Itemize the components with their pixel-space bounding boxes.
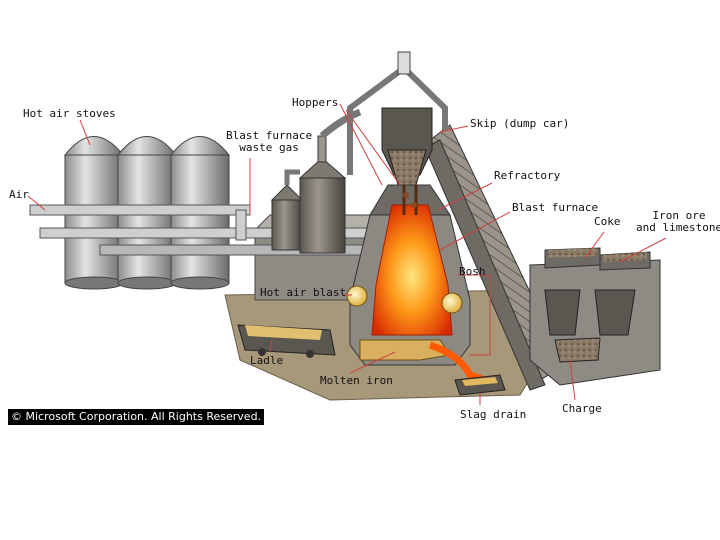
top-vent [397,51,411,75]
label-air: Air [9,188,29,201]
charge-bins [529,247,661,386]
furnace-interior [371,204,453,336]
leader-lines [27,103,667,405]
hoppers [381,107,433,186]
hot-air-stoves [63,136,231,290]
label-hot-air-stoves: Hot air stoves [23,107,116,120]
hoppers-frame [347,65,448,175]
label-ladle: Ladle [250,354,284,367]
blast-furnace [349,184,471,366]
label-refractory: Refractory [494,169,561,182]
label-skip: Skip (dump car) [470,117,570,130]
label-charge: Charge [562,402,602,415]
label-coke: Coke [594,215,621,228]
label-iron-ore: Iron ore and limestone [636,209,720,234]
copyright-notice: © Microsoft Corporation. All Rights Rese… [8,409,265,425]
label-blast-furnace: Blast furnace [512,201,599,214]
label-slag-drain: Slag drain [460,408,527,421]
label-molten-iron: Molten iron [320,374,393,387]
molten-iron-channel [359,339,502,389]
label-waste-gas: Blast furnace waste gas [226,129,313,154]
label-hot-air-blast: Hot air blast [260,286,347,299]
waste-gas-collectors [270,108,362,254]
slag-drain-car [454,374,506,396]
label-hoppers: Hoppers [292,96,339,109]
hot-air-blast-nozzles [346,285,463,314]
label-bosh: Bosh [459,265,486,278]
ladle-car [237,324,336,358]
